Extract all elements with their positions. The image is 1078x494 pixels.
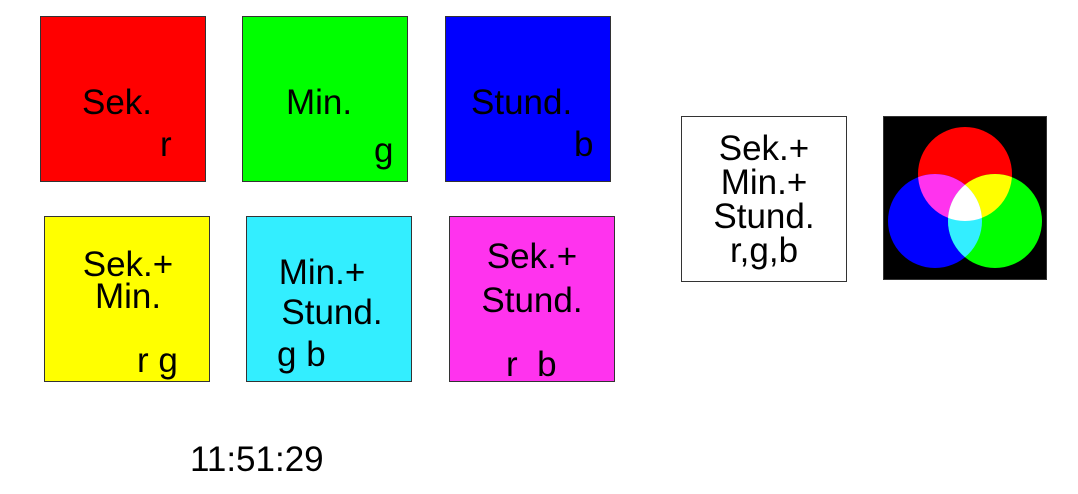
minutes-plus-label: Min.+ [278, 253, 366, 292]
red-channel-label: r [160, 125, 172, 164]
minutes-green-box: Min. g [242, 16, 408, 182]
rgb-channel-label: r,g,b [729, 231, 799, 270]
hours-label: Stund. [471, 83, 573, 122]
all-combined-white-box: Sek.+ Min.+ Stund. r,g,b [681, 116, 847, 282]
rgb-venn-diagram [883, 116, 1047, 280]
seconds-red-box: Sek. r [40, 16, 206, 182]
seconds-plus-label: Sek.+ [486, 237, 578, 276]
red-green-channel-label: r g [137, 341, 178, 380]
hours-label: Stund. [281, 293, 383, 332]
seconds-minutes-yellow-box: Sek.+ Min. r g [44, 216, 210, 382]
hours-label: Stund. [481, 281, 583, 320]
seconds-label: Sek. [82, 83, 153, 122]
minutes-label: Min. [94, 277, 162, 316]
seconds-plus-label: Sek.+ [718, 129, 810, 168]
hours-blue-box: Stund. b [445, 16, 611, 182]
rgb-venn-svg [884, 117, 1046, 279]
seconds-plus-label: Sek.+ [82, 245, 174, 284]
minutes-label: Min. [286, 83, 353, 122]
green-blue-channel-label: g b [277, 335, 326, 374]
hours-label: Stund. [713, 197, 815, 236]
minutes-plus-label: Min.+ [720, 163, 808, 202]
blue-channel-label: b [574, 125, 594, 164]
red-blue-channel-label: r b [506, 345, 557, 384]
clock-time: 11:51:29 [190, 440, 324, 479]
minutes-hours-cyan-box: Min.+ Stund. g b [246, 216, 412, 382]
green-channel-label: g [374, 131, 394, 170]
seconds-hours-magenta-box: Sek.+ Stund. r b [449, 216, 615, 382]
